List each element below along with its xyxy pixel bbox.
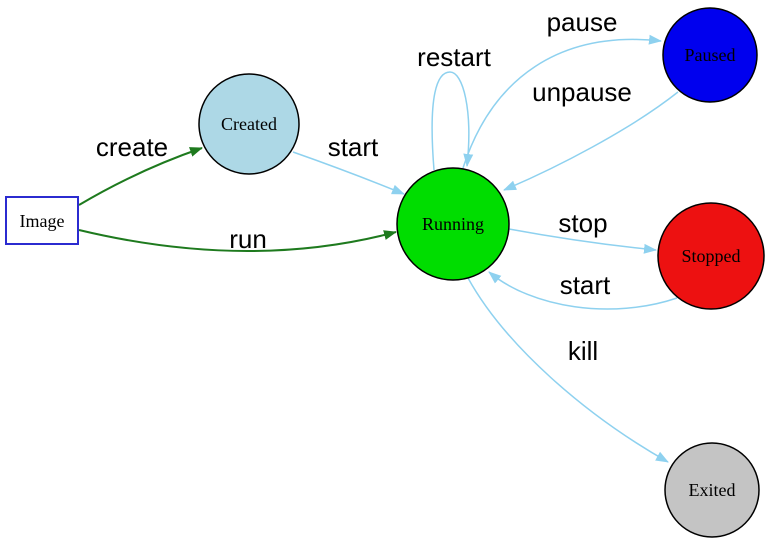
paused-node-circle (662, 7, 758, 103)
edge-label-start-from-created: start (328, 132, 379, 162)
edge-label-pause: pause (547, 7, 618, 37)
node-exited: Exited (664, 442, 760, 538)
node-image: Image (5, 196, 79, 245)
image-node-label: Image (20, 211, 65, 231)
edge-labels: create run start restart pause unpause s… (96, 7, 632, 366)
node-running: Running (396, 167, 510, 281)
edge-restart-self-loop (431, 71, 474, 171)
edge-kill (467, 277, 669, 463)
node-stopped: Stopped (657, 202, 765, 310)
created-node-circle (198, 73, 300, 175)
edge-label-start-from-stopped: start (560, 270, 611, 300)
edge-start-from-created (292, 151, 405, 195)
edge-label-unpause: unpause (532, 77, 632, 107)
edge-label-stop: stop (558, 208, 607, 238)
exited-node-circle (664, 442, 760, 538)
node-paused: Paused (662, 7, 758, 103)
edge-run (78, 229, 397, 252)
exited-node-label: Exited (689, 480, 736, 500)
edge-label-create: create (96, 132, 168, 162)
running-node-circle (396, 167, 510, 281)
edge-label-run: run (229, 224, 267, 254)
edges (78, 34, 679, 463)
node-created: Created (198, 73, 300, 175)
edge-label-restart: restart (417, 42, 491, 72)
edge-create (78, 147, 203, 206)
stopped-node-label: Stopped (681, 246, 740, 266)
nodes: Image Created Running Paused Stopped Exi… (5, 7, 765, 538)
edge-pause (462, 34, 662, 169)
created-node-label: Created (221, 114, 277, 134)
paused-node-label: Paused (685, 45, 736, 65)
stopped-node-circle (657, 202, 765, 310)
image-node-box (5, 196, 79, 245)
edge-unpause (503, 91, 679, 191)
edge-stop (508, 228, 657, 254)
edge-label-kill: kill (568, 336, 598, 366)
edge-start-from-stopped (488, 271, 678, 310)
running-node-label: Running (422, 214, 484, 234)
